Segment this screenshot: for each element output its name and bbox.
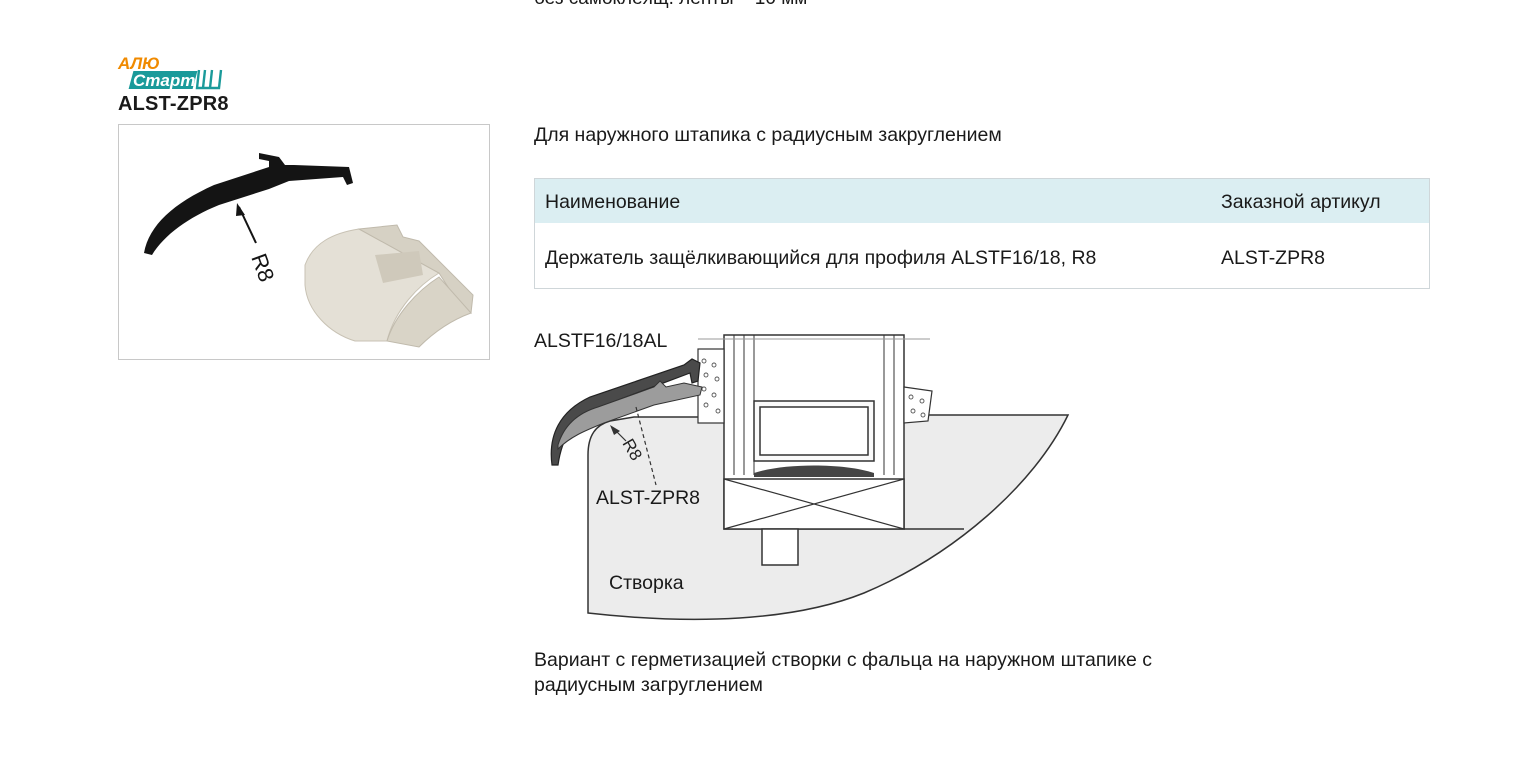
caption-text: Вариант с герметизацией створки с фальца… <box>534 649 1153 696</box>
holder-section <box>557 380 703 451</box>
cut-off-text: без самоклеящ. ленты – 10 мм <box>534 0 807 10</box>
holder-clip <box>304 224 474 348</box>
row-name: Держатель защёлкивающийся для профиля AL… <box>545 247 1097 269</box>
brand-logo: АЛЮ Старт <box>117 54 225 94</box>
product-photo: R8 <box>118 124 490 360</box>
product-code: ALST-ZPR8 <box>118 93 229 115</box>
product-photo-graphic: R8 <box>144 153 474 348</box>
profile-label: ALSTF16/18AL <box>534 330 670 353</box>
sash-label: Створка <box>609 572 684 594</box>
profile-part <box>144 153 353 255</box>
table-row: Держатель защёлкивающийся для профиля AL… <box>535 223 1429 287</box>
photo-radius-label: R8 <box>246 250 279 285</box>
intro-text: Для наружного штапика с радиусным закруг… <box>534 124 1002 146</box>
table-header-row: Наименование Заказной артикул <box>535 179 1429 223</box>
holder-label: ALST-ZPR8 <box>596 487 701 509</box>
row-article: ALST-ZPR8 <box>1221 247 1326 269</box>
section-drawing: R8 <box>550 334 1070 621</box>
header-name: Наименование <box>545 191 681 213</box>
logo-line1: АЛЮ <box>117 54 160 73</box>
spec-table: Наименование Заказной артикул Держатель … <box>534 178 1430 289</box>
technical-drawing: R8 ALSTF16/18AL ALST-ZPR8 Створка <box>534 325 1074 625</box>
logo-graphic: АЛЮ Старт <box>117 54 223 90</box>
header-article: Заказной артикул <box>1221 191 1381 213</box>
logo-line2: Старт <box>133 71 195 90</box>
